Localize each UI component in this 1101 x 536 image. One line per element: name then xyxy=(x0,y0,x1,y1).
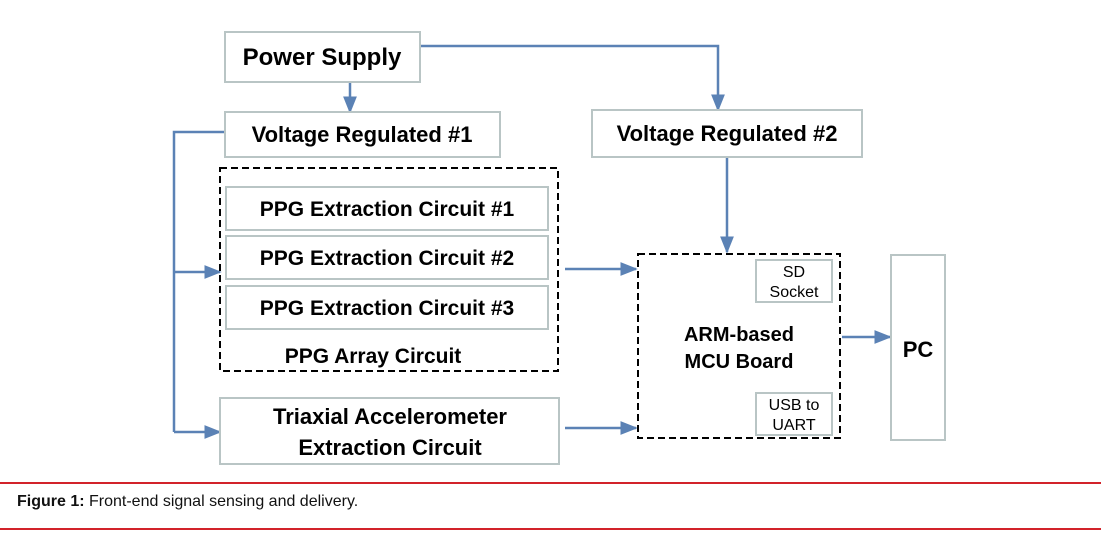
usb-uart-label-line2: UART xyxy=(772,417,815,434)
power-supply-block: Power Supply xyxy=(224,31,421,83)
caption-text: Front-end signal sensing and delivery. xyxy=(84,493,359,510)
pc-block: PC xyxy=(890,254,946,441)
sd-socket-label-line1: SD xyxy=(783,264,805,281)
voltage-regulated-2-block: Voltage Regulated #2 xyxy=(591,109,863,158)
connector-vr1-left-bus xyxy=(172,130,225,432)
ppg-circuit-3-label: PPG Extraction Circuit #3 xyxy=(260,297,514,320)
usb-uart-label-line1: USB to xyxy=(769,397,820,414)
ppg-circuit-2-label: PPG Extraction Circuit #2 xyxy=(260,247,514,270)
accelerometer-block: Triaxial Accelerometer Extraction Circui… xyxy=(219,397,560,465)
caption-bottom-rule xyxy=(0,528,1101,530)
pc-label: PC xyxy=(903,337,934,362)
mcu-label-line2: MCU Board xyxy=(685,351,794,373)
power-supply-label: Power Supply xyxy=(243,44,402,71)
voltage-regulated-2-label: Voltage Regulated #2 xyxy=(617,121,838,146)
figure-caption: Figure 1: Front-end signal sensing and d… xyxy=(17,493,358,511)
accelerometer-label-line1: Triaxial Accelerometer xyxy=(273,404,507,429)
block-diagram: Power Supply Voltage Regulated #1 Voltag… xyxy=(172,31,946,465)
accelerometer-label-line2: Extraction Circuit xyxy=(298,435,482,460)
ppg-array-label: PPG Array Circuit xyxy=(285,345,462,368)
ppg-circuit-1-label: PPG Extraction Circuit #1 xyxy=(260,198,515,221)
mcu-board-block: ARM-based MCU Board SD Socket USB to UAR… xyxy=(637,253,841,439)
caption-top-rule xyxy=(0,482,1101,484)
caption-label: Figure 1: xyxy=(17,493,85,510)
voltage-regulated-1-block: Voltage Regulated #1 xyxy=(224,111,501,158)
ppg-array-block: PPG Extraction Circuit #1 PPG Extraction… xyxy=(219,167,559,372)
connectors xyxy=(172,44,892,439)
arrow-power-to-vr2 xyxy=(420,44,725,112)
voltage-regulated-1-label: Voltage Regulated #1 xyxy=(252,122,473,147)
mcu-label-line1: ARM-based xyxy=(684,324,794,346)
sd-socket-label-line2: Socket xyxy=(770,284,819,301)
